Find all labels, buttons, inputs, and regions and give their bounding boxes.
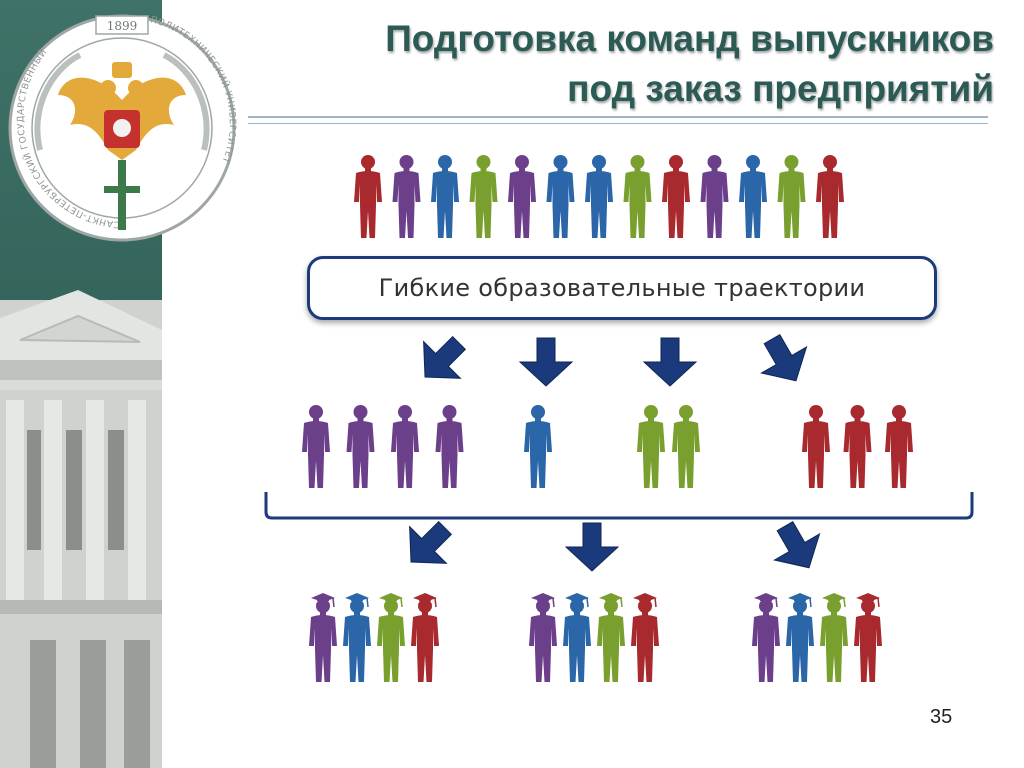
graduate-team [529, 593, 659, 682]
graduate-figure [752, 593, 780, 682]
emblem-year: 1899 [107, 19, 138, 33]
graduate-team [309, 593, 439, 682]
student-figure [431, 155, 459, 238]
student-figure [777, 155, 806, 238]
student-figure [392, 155, 421, 238]
student-figure [469, 155, 498, 238]
student-figure [524, 405, 552, 488]
specialization-groups [302, 405, 913, 488]
graduate-figure [820, 593, 848, 682]
graduate-teams [309, 593, 882, 682]
arrow-to-group-1 [423, 335, 467, 379]
student-figure [885, 405, 913, 488]
graduate-figure [563, 593, 591, 682]
students-row [354, 155, 844, 238]
page-number: 35 [930, 706, 953, 728]
student-figure [435, 405, 464, 488]
graduate-figure [529, 593, 557, 682]
student-figure [672, 405, 700, 488]
student-figure [546, 155, 575, 238]
arrow-to-group-4 [760, 334, 808, 382]
flexible-trajectories-label: Гибкие образовательные траектории [378, 274, 866, 302]
graduate-figure [343, 593, 371, 682]
graduate-figure [309, 593, 337, 682]
arrows [409, 334, 821, 572]
specialization-group [802, 405, 913, 488]
specialization-group [524, 405, 552, 488]
slide-title: Подготовка команд выпускников под заказ … [274, 14, 994, 114]
student-figure [802, 405, 830, 488]
arrow-to-team-3 [773, 521, 821, 569]
student-figure [843, 405, 872, 488]
specialization-group [302, 405, 464, 488]
graduate-figure [597, 593, 625, 682]
student-figure [700, 155, 729, 238]
student-figure [739, 155, 767, 238]
graduate-figure [411, 593, 439, 682]
flexible-trajectories-box: Гибкие образовательные траектории [307, 256, 937, 320]
student-figure [391, 405, 419, 488]
title-line-1: Подготовка команд выпускников [385, 18, 994, 59]
graduate-figure [631, 593, 659, 682]
university-emblem: САНКТ-ПЕТЕРБУРГСКИЙ ГОСУДАРСТВЕННЫЙ ПОЛИ… [8, 14, 236, 242]
graduate-figure [786, 593, 814, 682]
student-figure [637, 405, 665, 488]
student-figure [623, 155, 652, 238]
graduate-team [752, 593, 882, 682]
graduate-figure [854, 593, 882, 682]
arrow-to-team-1 [409, 520, 453, 564]
arrow-to-group-3 [642, 337, 698, 387]
university-building-image [0, 290, 162, 768]
graduate-figure [377, 593, 405, 682]
title-divider [248, 116, 988, 124]
student-figure [508, 155, 536, 238]
student-figure [346, 405, 375, 488]
student-figure [585, 155, 613, 238]
arrow-to-team-2 [564, 522, 620, 572]
title-line-2: под заказ предприятий [567, 68, 994, 109]
student-figure [816, 155, 844, 238]
arrow-to-group-2 [518, 337, 574, 387]
student-figure [662, 155, 690, 238]
student-figure [354, 155, 382, 238]
grouping-bracket [264, 492, 974, 520]
specialization-group [637, 405, 700, 488]
student-figure [302, 405, 330, 488]
